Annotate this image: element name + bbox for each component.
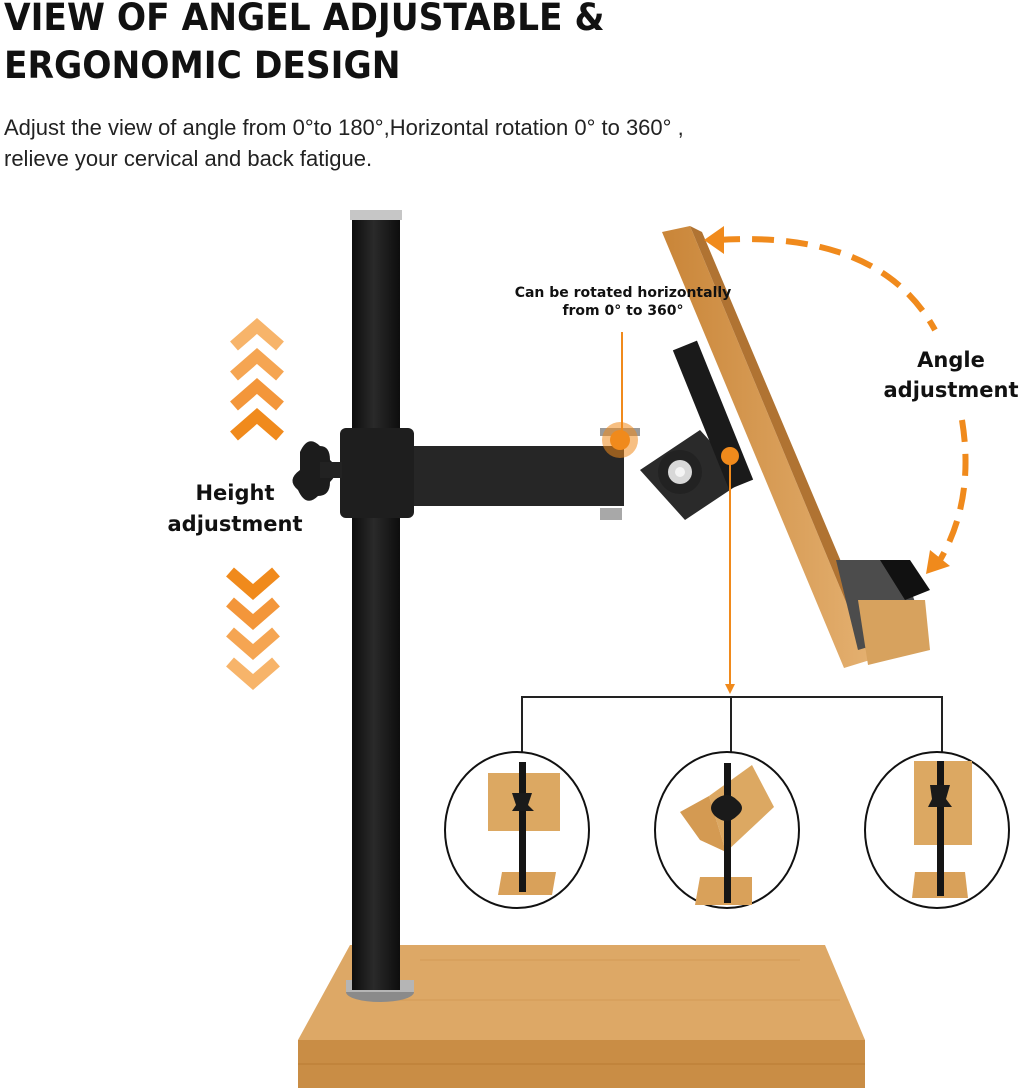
variant-portrait xyxy=(864,751,1010,909)
rotation-callout-line-2: from 0° to 360° xyxy=(562,303,684,319)
rotation-callout-label: Can be rotated horizontally from 0° to 3… xyxy=(493,284,753,320)
subtitle: Adjust the view of angle from 0°to 180°,… xyxy=(4,112,684,174)
variant-connector-lines xyxy=(521,696,943,752)
angle-label-line-1: Angle xyxy=(917,348,985,372)
bamboo-base xyxy=(298,945,865,1088)
vertical-pole xyxy=(340,210,414,1002)
subtitle-line-1: Adjust the view of angle from 0°to 180°,… xyxy=(4,115,684,140)
height-label-line-1: Height xyxy=(195,481,275,505)
variant-tilted xyxy=(654,751,800,909)
rotation-callout-marker xyxy=(602,332,638,458)
height-adjustment-label: Height adjustment xyxy=(150,478,320,540)
variant-landscape xyxy=(444,751,590,909)
title-line-2: ERGONOMIC DESIGN xyxy=(4,44,401,87)
rotation-callout-line-1: Can be rotated horizontally xyxy=(514,285,732,301)
tilted-bamboo-panel xyxy=(662,226,930,668)
page-title: VIEW OF ANGEL ADJUSTABLE & ERGONOMIC DES… xyxy=(4,0,605,90)
chevron-up-icon xyxy=(230,318,284,441)
angle-label-line-2: adjustment xyxy=(883,378,1019,402)
height-lock-knob xyxy=(292,441,342,501)
angle-adjustment-label: Angle adjustment xyxy=(872,345,1024,405)
angle-callout-marker xyxy=(721,447,739,694)
subtitle-line-2: relieve your cervical and back fatigue. xyxy=(4,146,373,171)
title-line-1: VIEW OF ANGEL ADJUSTABLE & xyxy=(4,0,605,39)
horizontal-arm xyxy=(414,428,745,520)
height-label-line-2: adjustment xyxy=(167,512,303,536)
dashed-curved-arrow-icon xyxy=(704,226,969,574)
chevron-down-icon xyxy=(226,567,280,690)
